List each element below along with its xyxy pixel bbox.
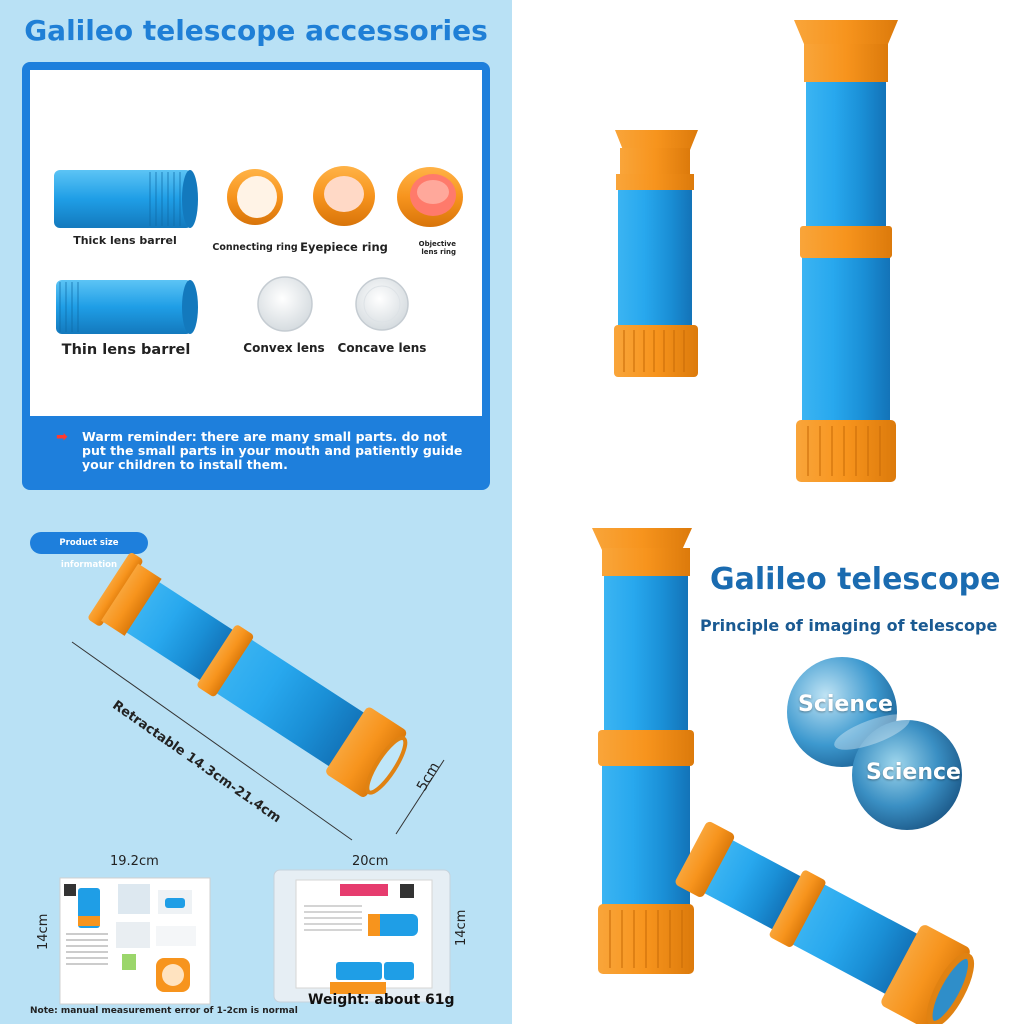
telescopes-photo — [614, 20, 898, 482]
size-info-tag: Product size information — [30, 532, 148, 570]
thin-barrel-label: Thin lens barrel — [61, 342, 191, 358]
imaging-photo — [592, 528, 975, 1024]
diameter-dimension-line — [395, 759, 445, 835]
imaging-title: Galileo telescope — [710, 562, 1001, 597]
standing-telescope-image — [592, 528, 694, 974]
accessories-illustration — [54, 166, 463, 334]
size-illustration — [59, 553, 451, 1005]
length-dimension-line — [71, 641, 353, 841]
diagonal-telescope-image — [88, 553, 408, 797]
thin-barrel-image — [56, 280, 198, 334]
eyepiece-ring-image — [313, 166, 375, 226]
bag-height-label: 14cm — [454, 909, 469, 946]
convex-lens-image — [257, 276, 313, 332]
science-bubbles — [787, 657, 962, 830]
accessories-card — [30, 70, 482, 416]
long-telescope-image — [794, 20, 898, 482]
weight-label: Weight: about 61g — [308, 992, 455, 1008]
bag-width-label: 20cm — [352, 854, 389, 869]
concave-lens-label: Concave lens — [337, 341, 427, 355]
box-height-label: 14cm — [36, 913, 51, 950]
concave-lens-image — [355, 277, 409, 331]
lying-telescope-image — [675, 821, 975, 1024]
accessories-title: Galileo telescope accessories — [24, 14, 488, 47]
short-telescope-image — [614, 130, 698, 377]
eyepiece-ring-label: Eyepiece ring — [300, 240, 388, 254]
warm-reminder-text: Warm reminder: there are many small part… — [82, 429, 463, 472]
measurement-note: Note: manual measurement error of 1-2cm … — [30, 1006, 298, 1016]
science-bubble-2 — [852, 720, 962, 830]
objective-ring-label: Objective lens ring — [418, 240, 456, 256]
imaging-subtitle: Principle of imaging of telescope — [700, 616, 998, 635]
box-image — [59, 877, 211, 1005]
connecting-ring-label: Connecting ring — [212, 242, 298, 253]
product-photo-panel — [512, 0, 1024, 512]
thick-barrel-label: Thick lens barrel — [73, 234, 177, 247]
science-label-2: Science — [866, 760, 961, 785]
warm-reminder: ➡ Warm reminder: there are many small pa… — [56, 430, 466, 472]
warning-arrow-icon: ➡ — [56, 429, 68, 445]
thick-barrel-image — [54, 170, 198, 228]
objective-ring-image — [397, 167, 463, 227]
box-width-label: 19.2cm — [110, 854, 159, 869]
bag-image — [273, 869, 451, 1003]
science-label-1: Science — [798, 692, 893, 717]
connecting-ring-image — [227, 169, 283, 225]
convex-lens-label: Convex lens — [243, 341, 325, 355]
